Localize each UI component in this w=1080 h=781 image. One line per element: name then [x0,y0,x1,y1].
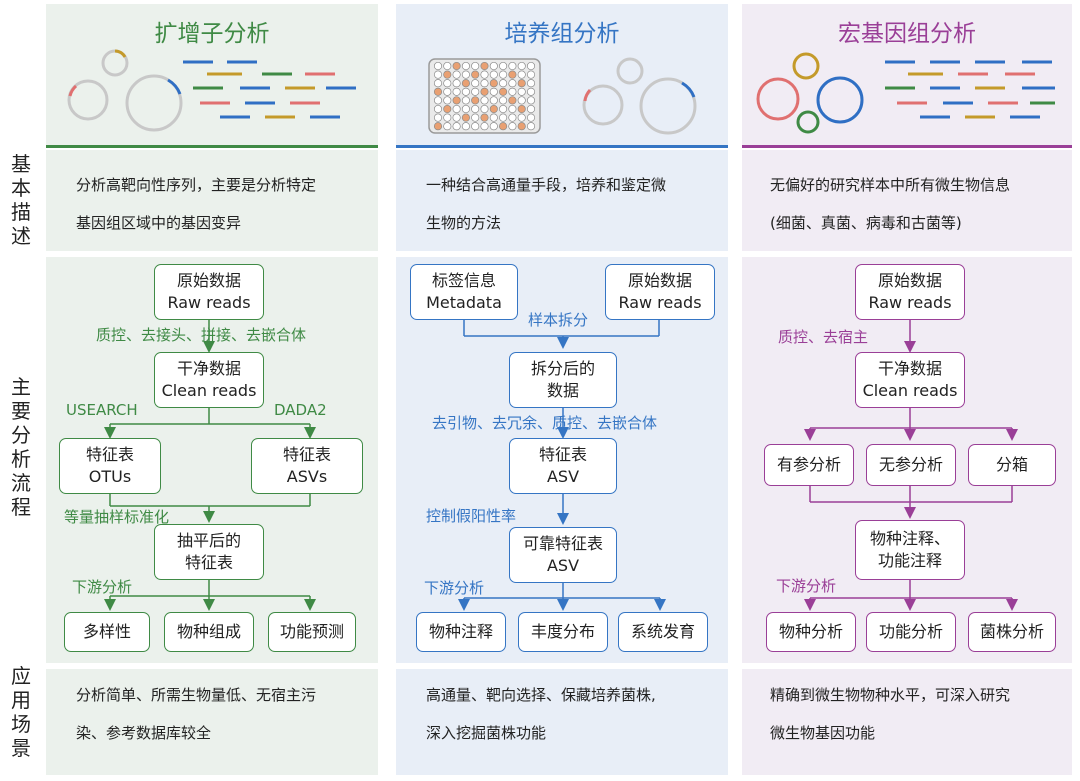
amplicon-divider [46,145,378,148]
metagenome-function-box: 功能分析 [866,612,956,652]
row-label-basic: 基本描述 [11,152,31,248]
amplicon-raw-reads-box: 原始数据 Raw reads [154,264,264,320]
culturome-abundance-box: 丰度分布 [518,612,608,652]
metagenome-binning-box: 分箱 [968,444,1056,486]
metagenome-reference-box: 有参分析 [764,444,854,486]
culturome-description: 一种结合高通量手段，培养和鉴定微 生物的方法 [426,176,667,232]
amplicon-diversity-box: 多样性 [64,612,150,652]
culturome-annotation-box: 物种注释 [416,612,506,652]
culturome-divider [396,145,728,148]
culturome-asv-box: 特征表 ASV [509,438,617,494]
metagenome-description: 无偏好的研究样本中所有微生物信息 (细菌、真菌、病毒和古菌等) [770,176,1011,232]
culturome-application: 高通量、靶向选择、保藏培养菌株, 深入挖掘菌株功能 [426,686,656,742]
metagenome-desc-bg [742,150,1072,251]
amplicon-usearch-label: USEARCH [66,401,138,419]
metagenome-application: 精确到微生物物种水平，可深入研究 微生物基因功能 [770,686,1011,742]
culturome-raw-reads-box: 原始数据 Raw reads [605,264,715,320]
culturome-phylogeny-box: 系统发育 [618,612,708,652]
culturome-reliable-asv-box: 可靠特征表 ASV [509,527,617,583]
amplicon-function-box: 功能预测 [268,612,356,652]
amplicon-dada2-label: DADA2 [274,401,327,419]
amplicon-otus-box: 特征表 OTUs [59,438,161,494]
metagenome-qc-label: 质控、去宿主 [778,328,869,346]
culturome-title: 培养组分析 [504,21,620,47]
amplicon-composition-box: 物种组成 [164,612,254,652]
amplicon-qc-label: 质控、去接头、拼接、去嵌合体 [96,326,307,344]
culturome-downstream-label: 下游分析 [424,579,485,597]
amplicon-rarefy-label: 等量抽样标准化 [64,508,170,526]
amplicon-rarefied-box: 抽平后的 特征表 [154,524,264,580]
metagenome-noreference-box: 无参分析 [866,444,956,486]
amplicon-clean-reads-box: 干净数据 Clean reads [154,352,264,408]
metagenome-downstream-label: 下游分析 [776,577,837,595]
amplicon-description: 分析高靶向性序列，主要是分析特定 基因组区域中的基因变异 [76,176,317,232]
metagenome-annotation-box: 物种注释、 功能注释 [855,520,965,580]
culturome-split-data-box: 拆分后的 数据 [509,352,617,408]
row-label-app: 应用场景 [11,664,31,760]
amplicon-application: 分析简单、所需生物量低、无宿主污 染、参考数据库较全 [76,686,317,742]
row-label-flow: 主要分析流程 [11,375,31,519]
culturome-app-bg [396,669,728,775]
amplicon-downstream-label: 下游分析 [72,578,133,596]
amplicon-app-bg [46,669,378,775]
amplicon-title: 扩增子分析 [154,21,270,47]
metagenome-clean-reads-box: 干净数据 Clean reads [855,352,965,408]
amplicon-header: 扩增子分析 [46,0,378,150]
metagenome-title: 宏基因组分析 [838,21,976,47]
culturome-fpr-label: 控制假阳性率 [426,507,517,525]
metagenome-raw-reads-box: 原始数据 Raw reads [855,264,965,320]
culturome-process-label: 去引物、去冗余、质控、去嵌合体 [432,414,658,432]
amplicon-desc-bg [46,150,378,251]
metagenome-strain-box: 菌株分析 [968,612,1056,652]
culturome-desc-bg [396,150,728,251]
metagenome-app-bg [742,669,1072,775]
metagenome-header: 宏基因组分析 [742,0,1072,150]
amplicon-asvs-box: 特征表 ASVs [251,438,363,494]
culturome-header: 培养组分析 [396,0,728,150]
metagenome-divider [742,145,1072,148]
culturome-split-label: 样本拆分 [528,311,589,329]
metagenome-species-box: 物种分析 [766,612,856,652]
culturome-metadata-box: 标签信息 Metadata [410,264,518,320]
